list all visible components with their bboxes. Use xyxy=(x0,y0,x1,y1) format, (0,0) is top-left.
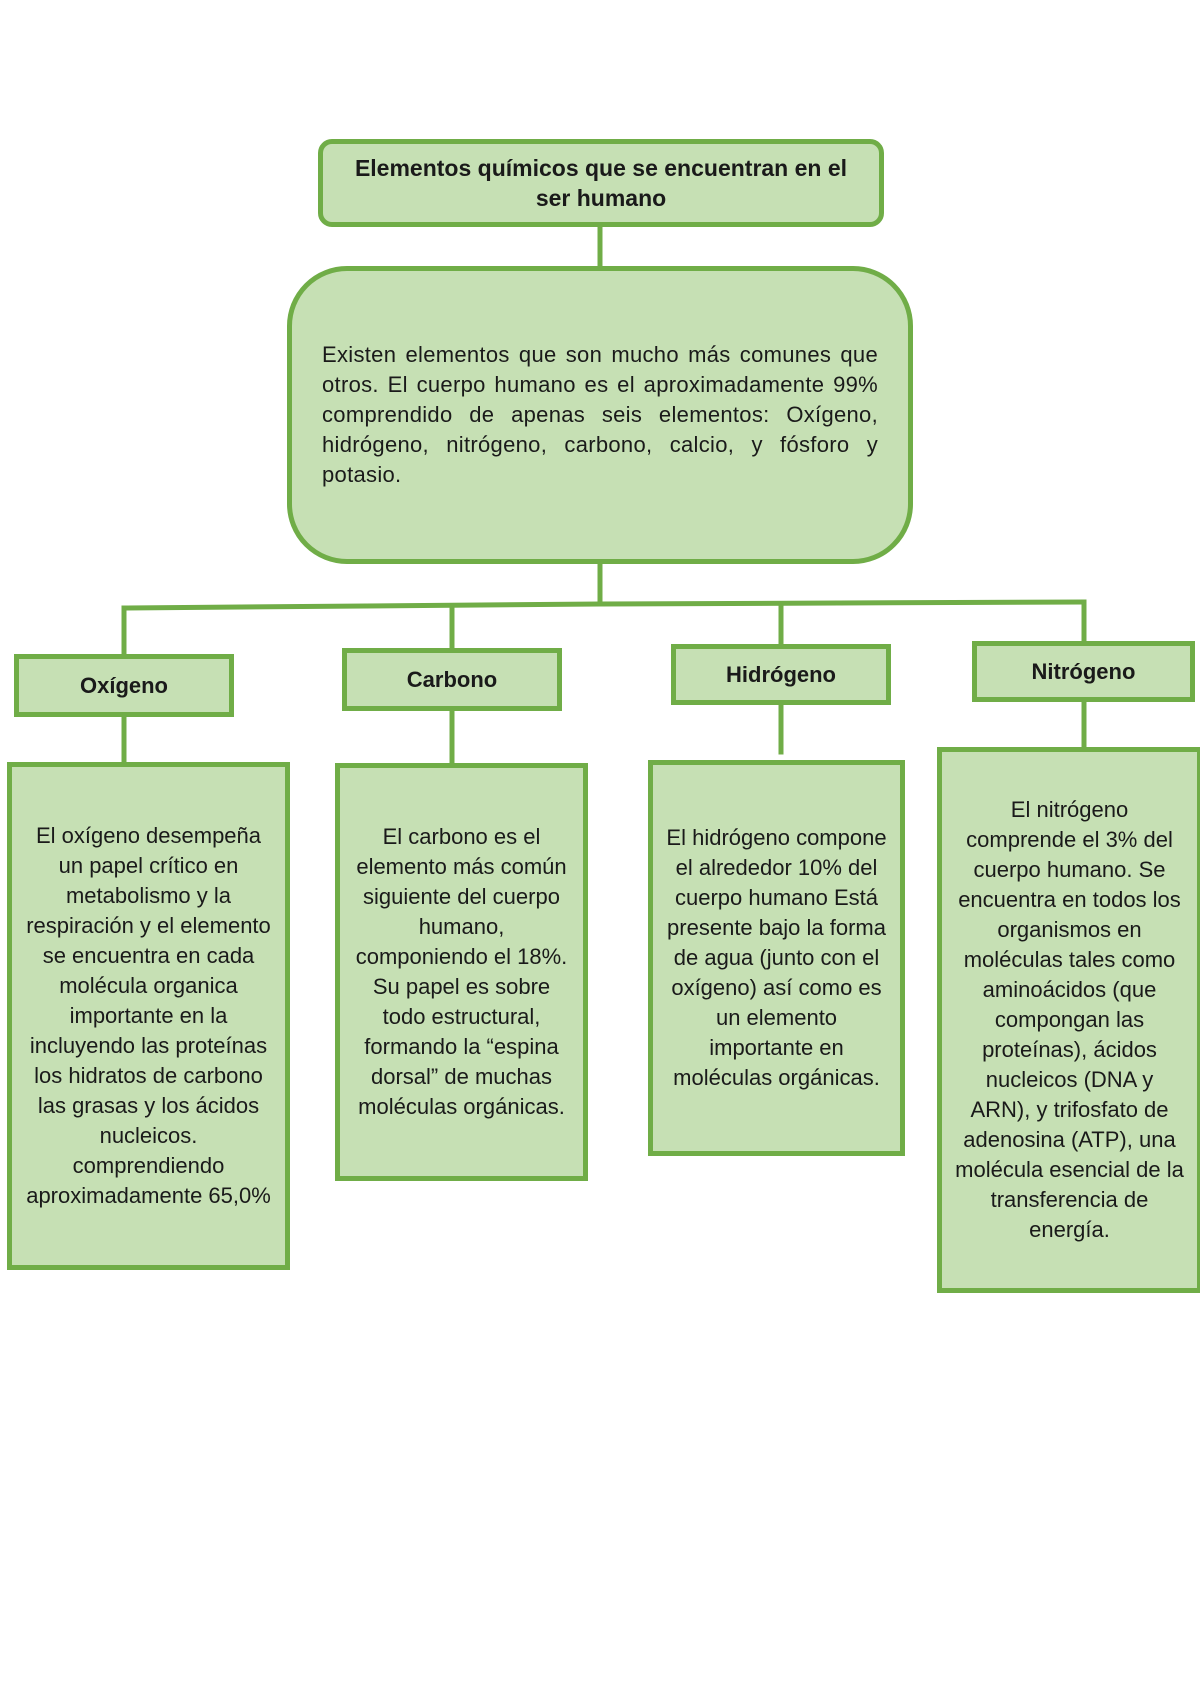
element-box-nitrogen: Nitrógeno xyxy=(972,641,1195,702)
title-box: Elementos químicos que se encuentran en … xyxy=(318,139,884,227)
detail-text-nitrogen: El nitrógeno comprende el 3% del cuerpo … xyxy=(955,797,1184,1242)
element-title-hydrogen: Hidrógeno xyxy=(726,661,836,687)
element-title-nitrogen: Nitrógeno xyxy=(1031,658,1136,684)
diagram-title: Elementos químicos que se encuentran en … xyxy=(354,155,848,211)
connector-bus xyxy=(121,599,1087,611)
detail-text-carbon: El carbono es el elemento más común sigu… xyxy=(355,824,568,1119)
detail-box-oxygen: El oxígeno desempeña un papel crítico en… xyxy=(7,762,290,1270)
element-box-oxygen: Oxígeno xyxy=(14,654,234,717)
detail-box-nitrogen: El nitrógeno comprende el 3% del cuerpo … xyxy=(937,747,1200,1293)
element-box-hydrogen: Hidrógeno xyxy=(671,644,891,705)
detail-text-oxygen: El oxígeno desempeña un papel crítico en… xyxy=(26,823,271,1208)
element-title-carbon: Carbono xyxy=(406,666,498,692)
element-box-carbon: Carbono xyxy=(342,648,562,711)
intro-box: Existen elementos que son mucho más comu… xyxy=(287,266,913,564)
element-title-oxygen: Oxígeno xyxy=(79,672,168,698)
intro-text: Existen elementos que son mucho más comu… xyxy=(322,342,878,487)
detail-text-hydrogen: El hidrógeno compone el alrededor 10% de… xyxy=(666,825,887,1090)
detail-box-carbon: El carbono es el elemento más común sigu… xyxy=(335,763,588,1181)
detail-box-hydrogen: El hidrógeno compone el alrededor 10% de… xyxy=(648,760,905,1156)
